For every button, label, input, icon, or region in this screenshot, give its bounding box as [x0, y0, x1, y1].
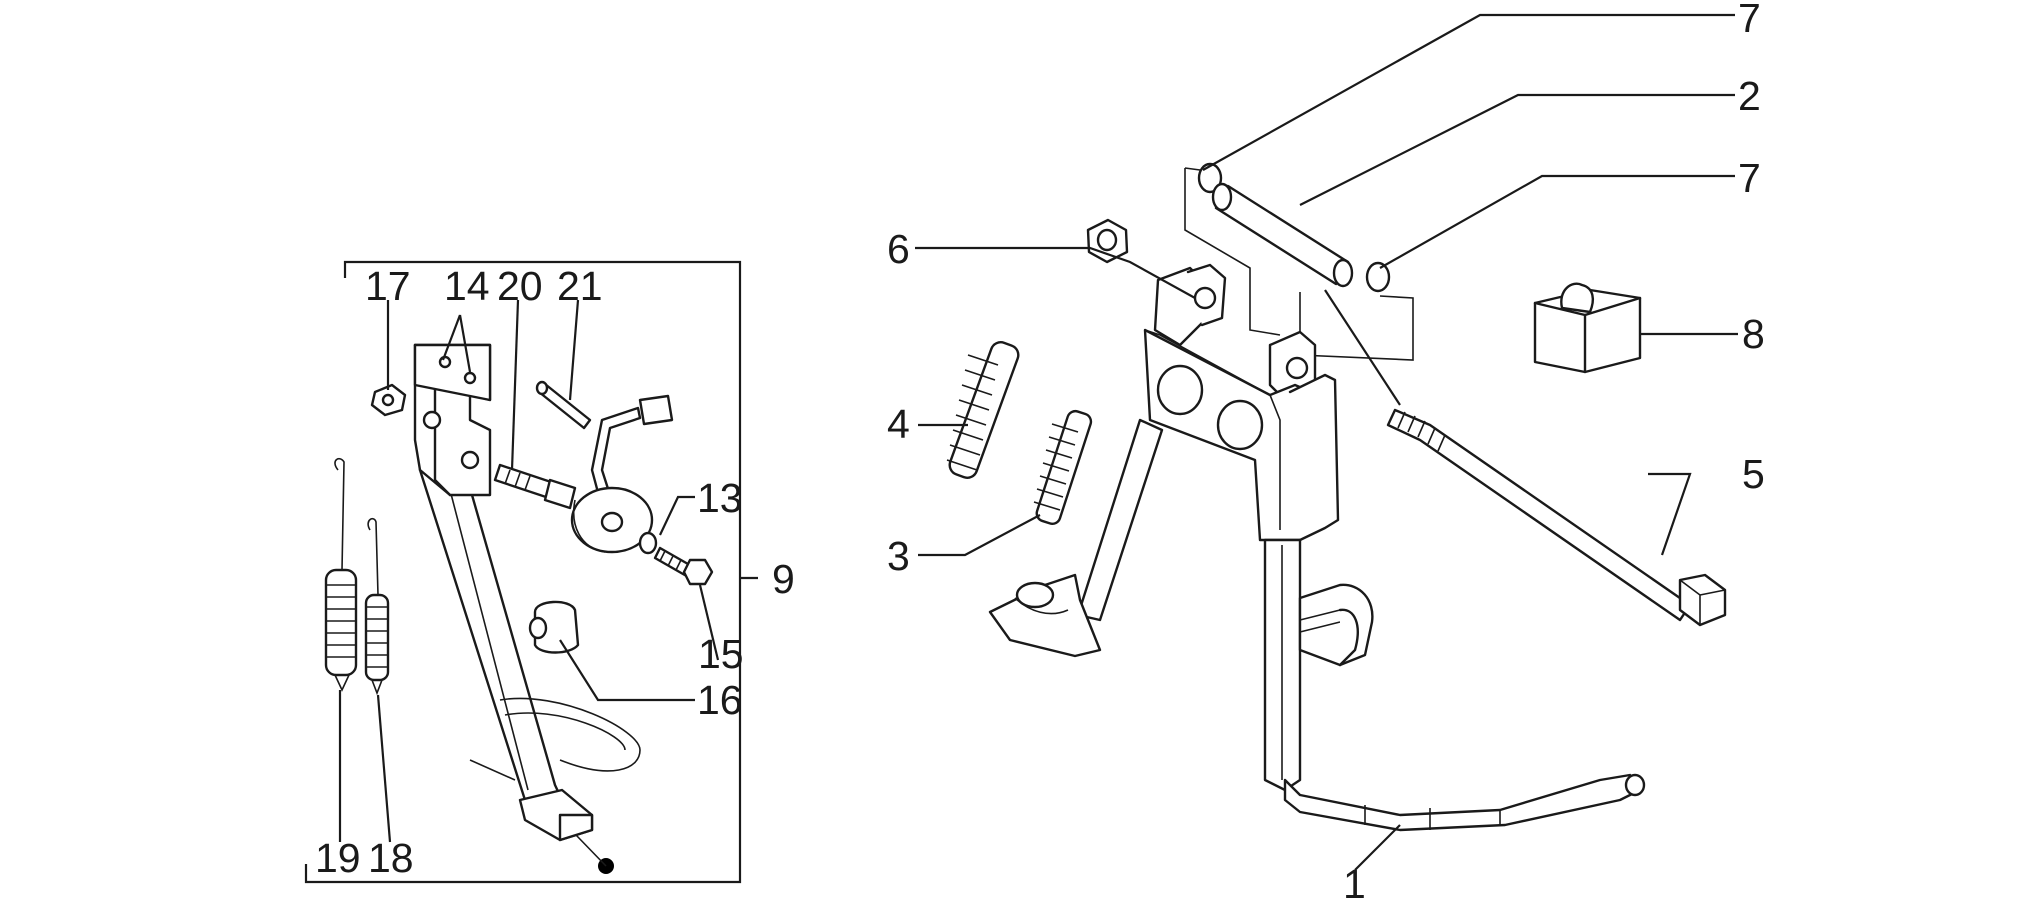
callout-13: 13: [697, 475, 743, 521]
callout-16: 16: [697, 677, 743, 723]
rubber-16: [528, 600, 580, 654]
callout-19: 19: [315, 835, 361, 881]
bolt-20: [493, 463, 577, 510]
washer-13: [638, 531, 658, 555]
callout-18: 18: [368, 835, 414, 881]
callout-4: 4: [887, 401, 910, 447]
callout-3: 3: [887, 533, 910, 579]
group-9-bracket: [304, 260, 742, 884]
o-ring-7-top: [1197, 162, 1223, 194]
callout-2: 2: [1738, 73, 1761, 119]
callout-15: 15: [698, 631, 744, 677]
callout-14: 14: [444, 263, 490, 309]
callout-7-bottom: 7: [1738, 155, 1761, 201]
pin-21: [535, 380, 592, 430]
callout-7-top: 7: [1738, 0, 1761, 41]
callout-1: 1: [1343, 861, 1366, 900]
callout-9: 9: [772, 556, 795, 602]
center-stand-frame: [988, 263, 1646, 832]
o-ring-7-bottom: [1365, 261, 1391, 293]
rubber-stop-8: [1533, 282, 1642, 374]
center-stand-group: 7 2 7 6 8 4 5 3 1: [887, 0, 1765, 900]
switch-bracket: [590, 394, 674, 502]
mounting-bracket: [413, 343, 492, 497]
sleeve-2: [1211, 182, 1354, 288]
callout-20: 20: [497, 263, 543, 309]
pivot-plate-left: [1184, 168, 1281, 336]
nut-17: [370, 383, 407, 417]
callout-5: 5: [1742, 451, 1765, 497]
shaft-bolt-5: [1386, 408, 1727, 627]
nut-6: [1086, 218, 1129, 264]
side-stand-group: 17 14 20 21 13 9 15 16 19 18: [304, 260, 795, 884]
callout-21: 21: [557, 263, 603, 309]
callout-6: 6: [887, 226, 910, 272]
spring-19: [324, 458, 358, 692]
spring-3: [1033, 409, 1093, 525]
side-stand-leg: [418, 438, 641, 874]
callout-17: 17: [365, 263, 411, 309]
callout-8: 8: [1742, 311, 1765, 357]
bolt-15: [653, 546, 714, 586]
spring-4: [946, 341, 1020, 479]
spring-18: [364, 518, 390, 696]
pivot-plate-right: [1299, 292, 1414, 361]
washer-disc: [570, 486, 654, 554]
